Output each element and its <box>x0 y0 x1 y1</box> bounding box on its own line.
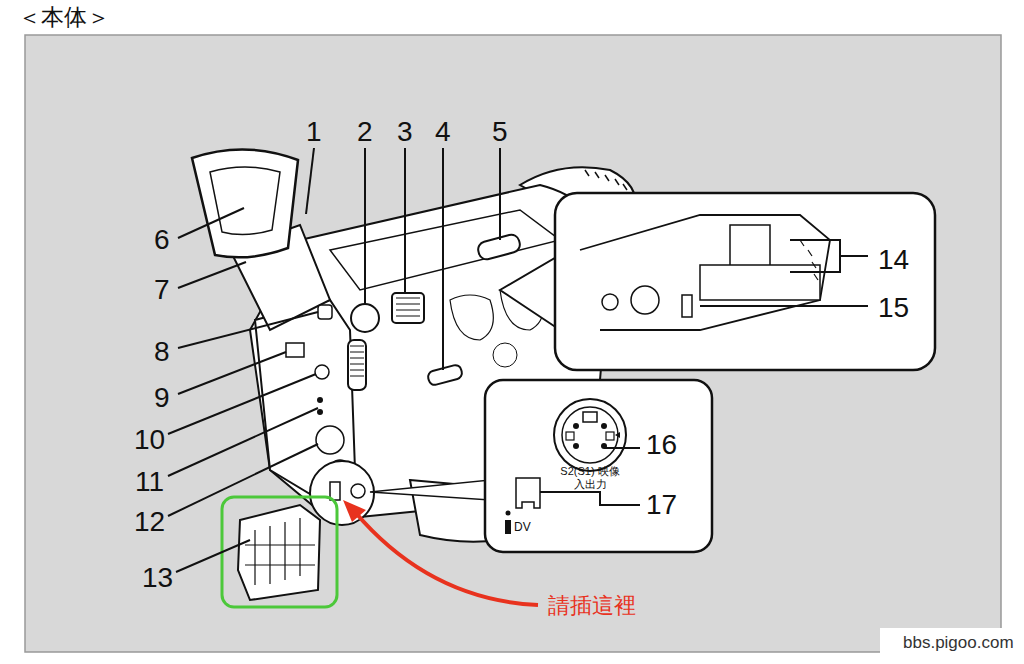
watermark: bbs.pigoo.com <box>903 634 1014 651</box>
callout-number: 8 <box>154 338 170 366</box>
callout-number: 10 <box>134 426 165 454</box>
callout-number: 16 <box>646 431 677 459</box>
callout-number: 1 <box>306 118 322 146</box>
callout-number: 9 <box>154 384 170 412</box>
port-label: S2(S1) 映像入出力 <box>555 465 625 491</box>
callout-number: 5 <box>492 118 508 146</box>
callout-number: 2 <box>357 118 373 146</box>
callout-number: 3 <box>397 118 413 146</box>
callout-number: 7 <box>154 276 170 304</box>
callout-number: 17 <box>646 491 677 519</box>
callout-number: 4 <box>435 118 451 146</box>
port-label: DV <box>514 520 531 534</box>
callout-number: 15 <box>878 294 909 322</box>
inset-panel: S2(S1) 映像入出力 DV <box>485 380 712 552</box>
callout-number: 12 <box>134 508 165 536</box>
title: ＜本体＞ <box>18 6 110 29</box>
callout-number: 14 <box>878 246 909 274</box>
callout-number: 6 <box>154 226 170 254</box>
callout-number: 13 <box>142 564 173 592</box>
annotation: 請插這裡 <box>548 595 636 617</box>
callout-number: 11 <box>135 468 164 496</box>
